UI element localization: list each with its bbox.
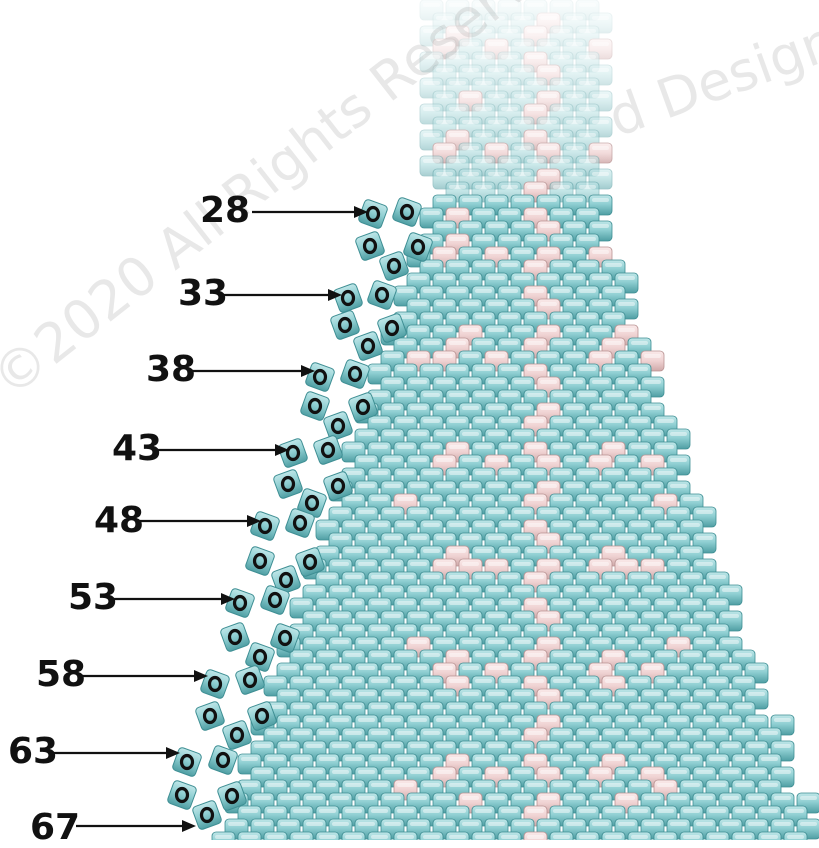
picot-bead-icon bbox=[273, 469, 303, 499]
bead bbox=[341, 831, 366, 840]
picot-bead-icon bbox=[333, 283, 363, 313]
row-label-58: 58 bbox=[36, 654, 87, 695]
bead bbox=[757, 831, 782, 840]
picot-bead-icon bbox=[217, 781, 247, 811]
picot-bead-icon bbox=[323, 411, 353, 441]
picot-bead-icon bbox=[403, 232, 433, 262]
picot-bead-icon bbox=[348, 392, 378, 422]
picot-bead-icon bbox=[195, 701, 225, 731]
fade-overlay bbox=[400, 0, 630, 200]
bead bbox=[263, 831, 288, 840]
bead bbox=[445, 831, 470, 840]
picot-bead-icon bbox=[260, 585, 290, 615]
picot-bead-icon bbox=[358, 199, 388, 229]
picot-bead-icon bbox=[245, 642, 275, 672]
row-label-33: 33 bbox=[178, 273, 229, 314]
picot-bead-icon bbox=[208, 745, 238, 775]
arrow-right-icon bbox=[54, 747, 180, 759]
bead bbox=[783, 831, 808, 840]
row-label-53: 53 bbox=[68, 577, 119, 618]
bead bbox=[367, 831, 392, 840]
bead bbox=[211, 831, 236, 840]
picot-bead-icon bbox=[297, 488, 327, 518]
picot-bead-icon bbox=[225, 588, 255, 618]
bead bbox=[393, 831, 418, 840]
picot-bead-icon bbox=[377, 313, 407, 343]
arrow-right-icon bbox=[112, 593, 235, 605]
picot-bead-icon bbox=[222, 720, 252, 750]
bead bbox=[575, 831, 600, 840]
picot-bead-icon bbox=[392, 197, 422, 227]
bead bbox=[315, 831, 340, 840]
bead bbox=[653, 831, 678, 840]
bead bbox=[796, 792, 819, 814]
picot-bead-icon bbox=[340, 359, 370, 389]
row-label-67: 67 bbox=[30, 807, 81, 848]
picot-bead-icon bbox=[245, 546, 275, 576]
picot-bead-icon bbox=[323, 471, 353, 501]
arrow-right-icon bbox=[190, 365, 315, 377]
row-label-43: 43 bbox=[112, 428, 163, 469]
bead bbox=[601, 831, 626, 840]
row-label-63: 63 bbox=[8, 731, 59, 772]
picot-bead-icon bbox=[192, 800, 222, 830]
picot-bead-icon bbox=[355, 231, 385, 261]
bead bbox=[497, 831, 522, 840]
bead bbox=[549, 831, 574, 840]
row-label-28: 28 bbox=[200, 190, 251, 231]
bead bbox=[731, 831, 756, 840]
bead bbox=[705, 831, 730, 840]
picot-bead-icon bbox=[220, 622, 250, 652]
arrow-right-icon bbox=[158, 444, 289, 456]
picot-bead-icon bbox=[285, 508, 315, 538]
picot-bead-icon bbox=[247, 701, 277, 731]
bead bbox=[679, 831, 704, 840]
arrow-right-icon bbox=[82, 670, 208, 682]
picot-bead-icon bbox=[250, 511, 280, 541]
picot-bead-icon bbox=[172, 747, 202, 777]
picot-bead-icon bbox=[278, 438, 308, 468]
bead bbox=[419, 831, 444, 840]
picot-bead-icon bbox=[295, 547, 325, 577]
arrow-right-icon bbox=[140, 515, 261, 527]
arrow-right-icon bbox=[224, 289, 342, 301]
picot-bead-icon bbox=[167, 780, 197, 810]
arrow-right-icon bbox=[76, 820, 196, 832]
picot-bead-icon bbox=[367, 280, 397, 310]
picot-bead-icon bbox=[379, 251, 409, 281]
bead bbox=[237, 831, 262, 840]
picot-bead-icon bbox=[313, 435, 343, 465]
bead bbox=[614, 766, 639, 788]
bead bbox=[289, 831, 314, 840]
picot-bead-icon bbox=[271, 565, 301, 595]
bead bbox=[471, 831, 496, 840]
row-label-38: 38 bbox=[146, 349, 197, 390]
picot-bead-icon bbox=[305, 362, 335, 392]
picot-bead-icon bbox=[235, 665, 265, 695]
picot-bead-icon bbox=[300, 391, 330, 421]
row-label-48: 48 bbox=[94, 500, 145, 541]
picot-bead-icon bbox=[270, 623, 300, 653]
picot-bead-icon bbox=[200, 669, 230, 699]
picot-bead-icon bbox=[330, 310, 360, 340]
bead bbox=[627, 831, 652, 840]
arrow-right-icon bbox=[252, 206, 368, 218]
bead bbox=[523, 831, 548, 840]
picot-bead-icon bbox=[353, 331, 383, 361]
